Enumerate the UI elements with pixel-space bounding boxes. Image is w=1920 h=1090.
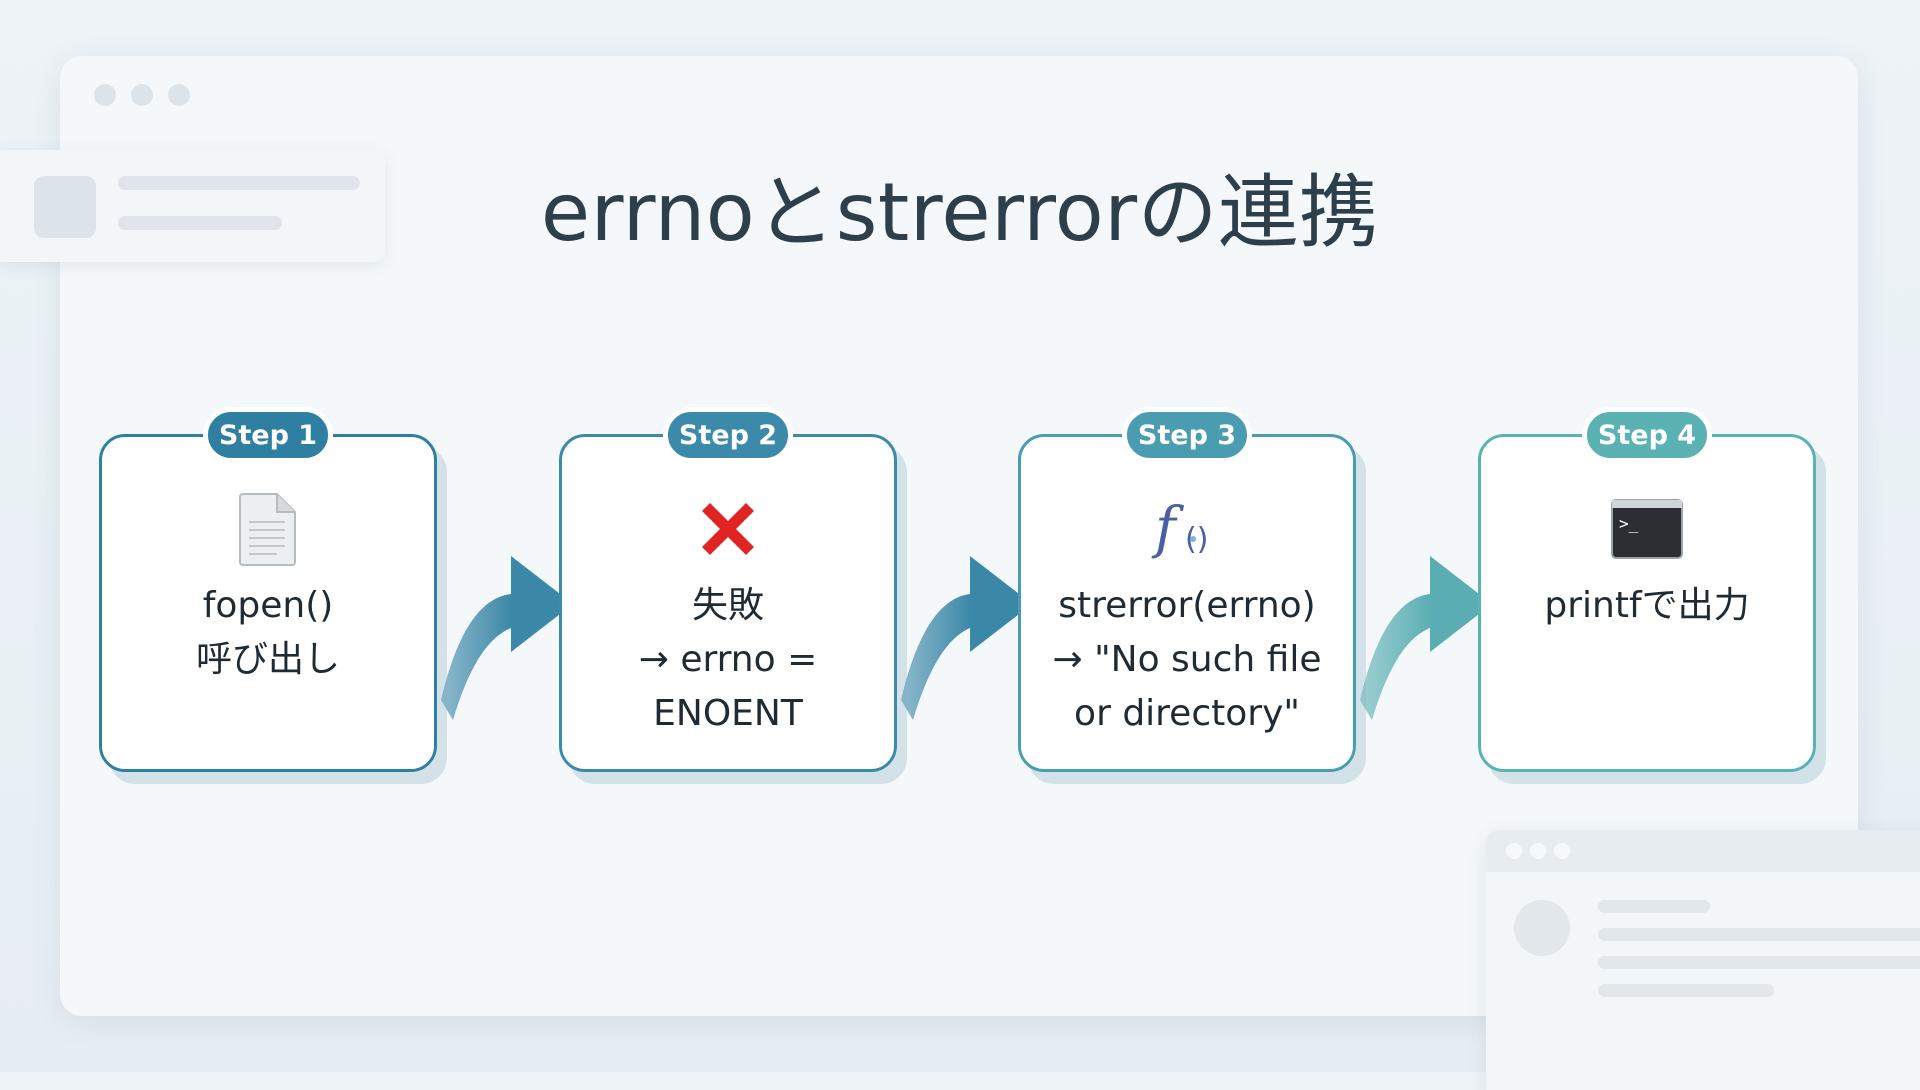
step-description: fopen() 呼び出し (112, 579, 424, 687)
flow-arrow-3 (1360, 556, 1492, 720)
step-card-3: Step 3 f() strerror(errno) → "No such file o… (1018, 407, 1356, 772)
step-badge: Step 2 (663, 407, 793, 463)
ghost-line (1598, 984, 1774, 997)
window-dot (94, 84, 116, 106)
function-icon: f() (1147, 489, 1227, 569)
ghost-window (1486, 830, 1920, 1090)
step-description-line: → errno = (638, 639, 818, 680)
step-badge: Step 4 (1582, 407, 1712, 463)
step-badge: Step 3 (1122, 407, 1252, 463)
step-description: printfで出力 (1491, 579, 1803, 633)
step-description-line: printfで出力 (1544, 585, 1750, 626)
ghost-window-dot (1530, 843, 1546, 859)
ghost-thumbnail (34, 176, 96, 238)
ghost-line (1598, 928, 1920, 941)
page-title: errnoとstrerrorの連携 (540, 166, 1380, 259)
step-description: 失敗 → errno = ENOENT (572, 579, 884, 741)
window-dot (168, 84, 190, 106)
step-card-1: Step 1 fopen() 呼び出し (99, 407, 437, 772)
ghost-line (118, 176, 360, 190)
ghost-avatar (1514, 900, 1570, 956)
svg-text:>_: >_ (1619, 514, 1639, 533)
ghost-card (0, 150, 385, 262)
svg-text:(): () (1185, 522, 1208, 557)
flow-arrow-1 (441, 556, 573, 720)
step-badge: Step 1 (203, 407, 333, 463)
ghost-window-dot (1554, 843, 1570, 859)
step-description-line: ENOENT (653, 693, 803, 734)
step-description-line: fopen() (202, 585, 334, 626)
step-card-4: Step 4 >_ printfで出力 (1478, 407, 1816, 772)
step-description-line: strerror(errno) (1058, 585, 1316, 626)
step-description: strerror(errno) → "No such file or directo… (1031, 579, 1343, 741)
step-description-line: 失敗 (691, 585, 764, 626)
step-card-2: Step 2 失敗 → errno = ENOENT (559, 407, 897, 772)
step-description-line: or directory" (1074, 693, 1300, 734)
terminal-icon: >_ (1607, 489, 1687, 569)
ghost-line (1598, 956, 1920, 969)
ghost-line (1598, 900, 1710, 913)
document-icon (228, 489, 308, 569)
step-description-line: → "No such file (1052, 639, 1322, 680)
flow-arrow-2 (901, 556, 1032, 720)
ghost-window-dot (1506, 843, 1522, 859)
window-dot (131, 84, 153, 106)
window-controls (94, 84, 190, 106)
error-x-icon (688, 489, 768, 569)
svg-text:f: f (1151, 496, 1185, 561)
step-description-line: 呼び出し (195, 639, 340, 680)
ghost-line (118, 216, 282, 230)
